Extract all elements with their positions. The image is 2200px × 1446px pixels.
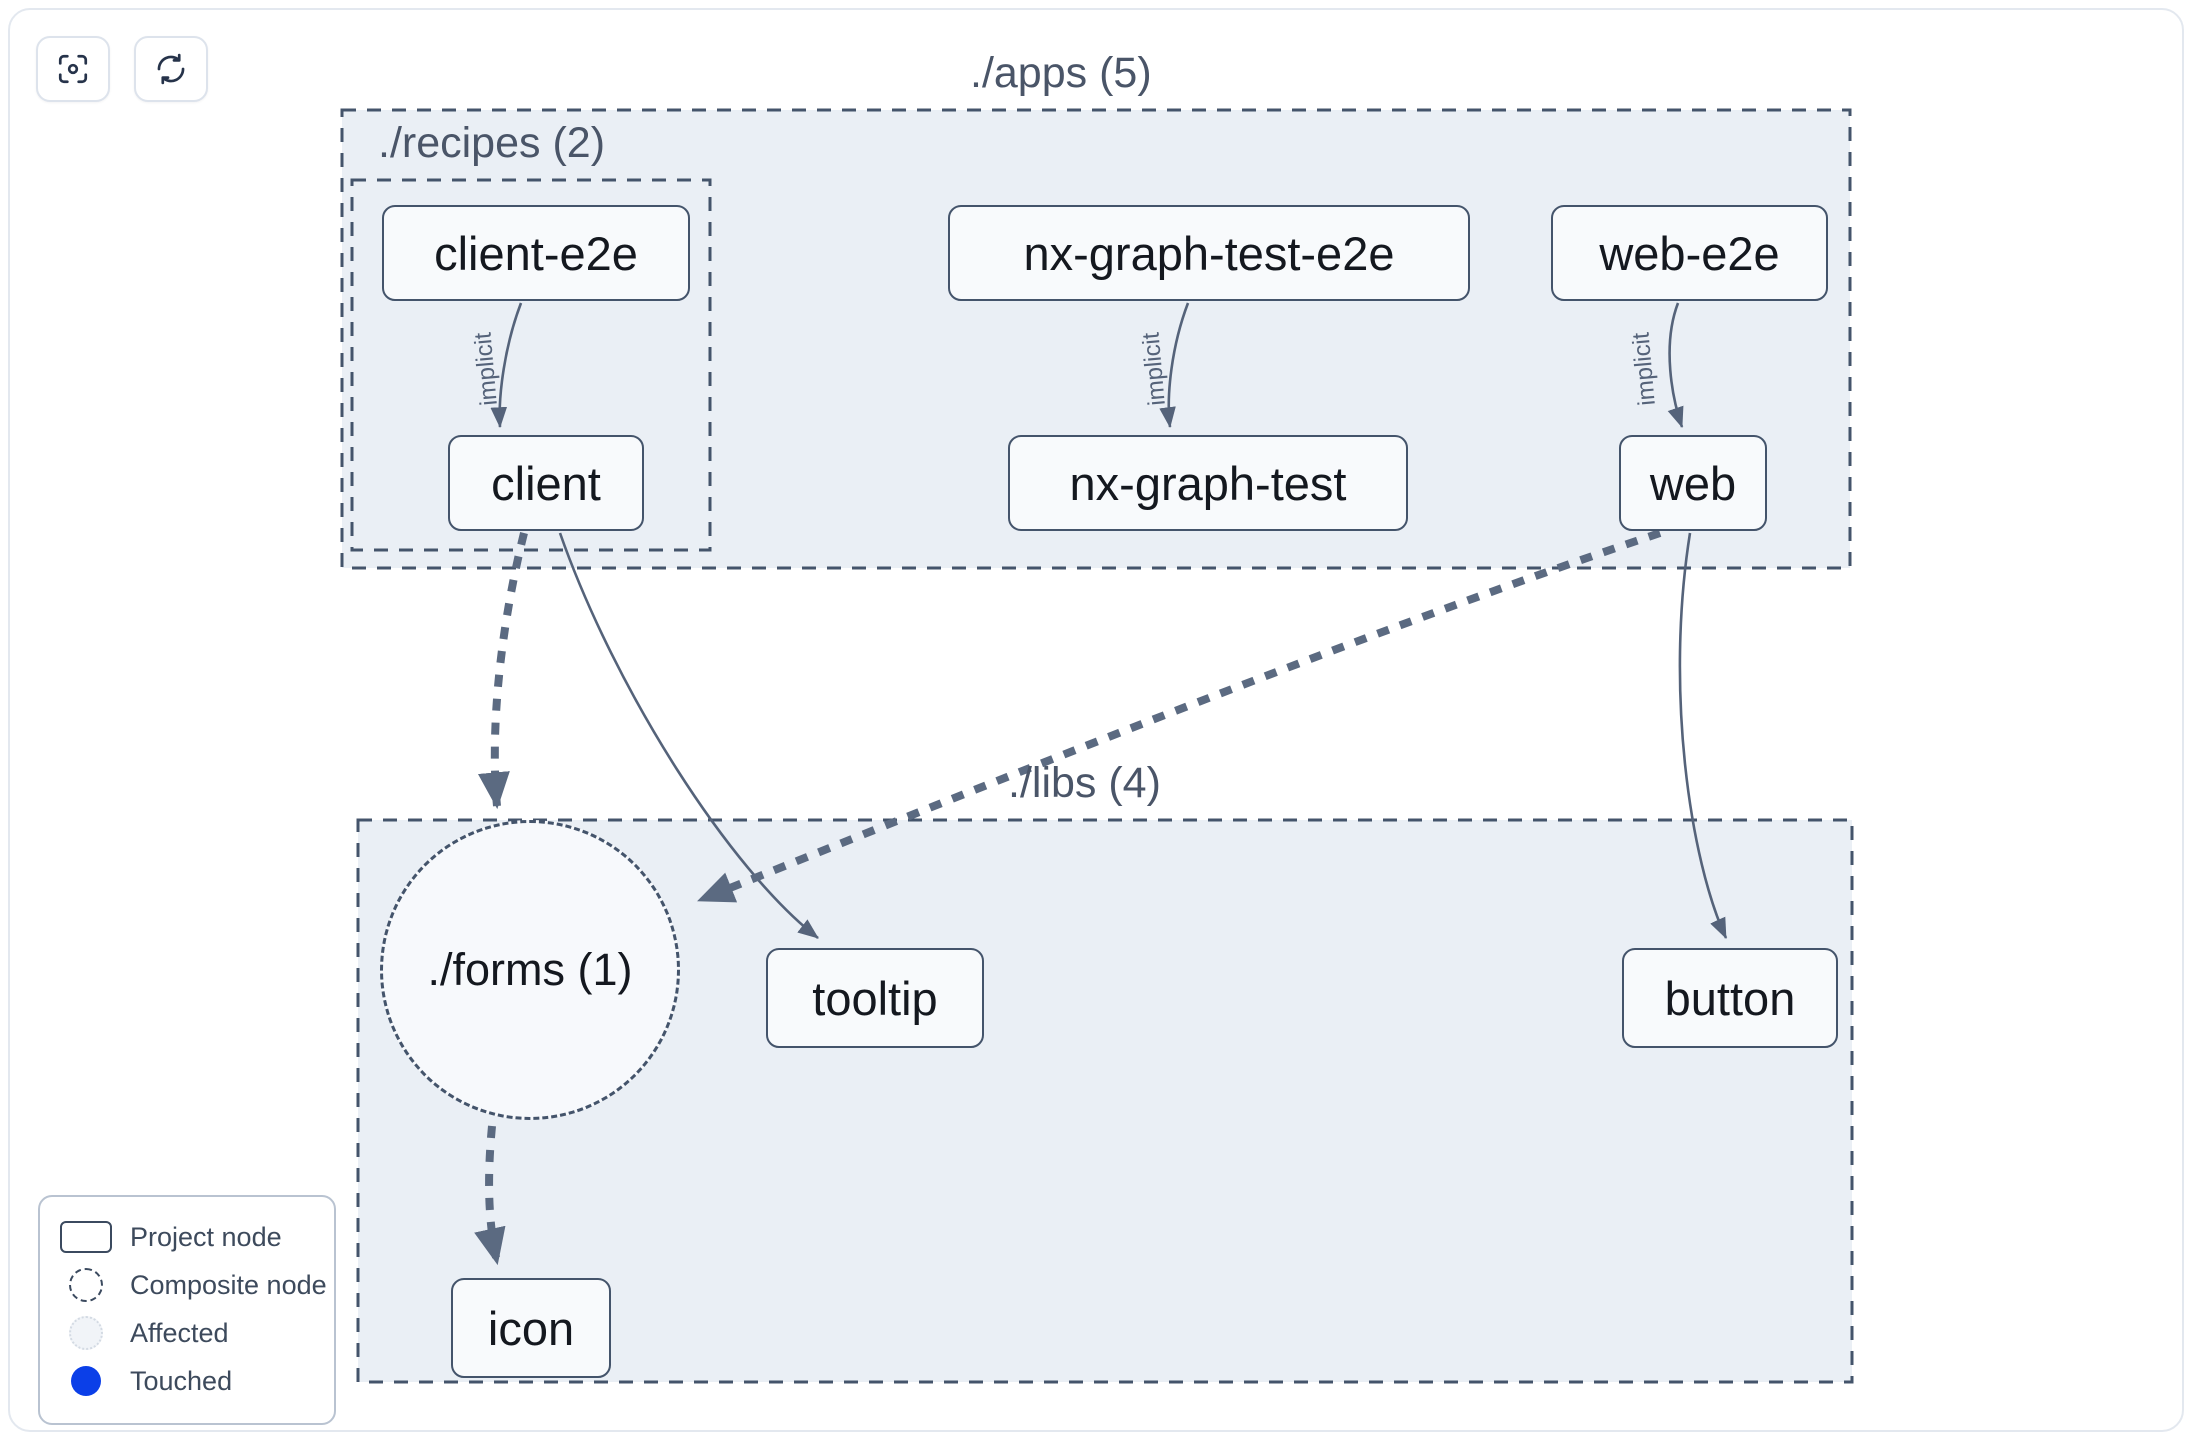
legend-label-touched: Touched (130, 1365, 233, 1396)
graph-toolbar (36, 36, 208, 102)
node-web-e2e[interactable]: web-e2e (1551, 205, 1828, 301)
edge-web-e2e-to-web (1667, 302, 1684, 428)
legend-item-composite-node: Composite node (58, 1261, 327, 1309)
node-tooltip[interactable]: tooltip (766, 948, 984, 1048)
edge-client-e2e-to-client (490, 302, 523, 429)
group-label-recipes[interactable]: ./recipes (2) (378, 119, 606, 167)
node-nx-graph-test-e2e[interactable]: nx-graph-test-e2e (948, 205, 1470, 301)
touched-swatch (58, 1366, 114, 1396)
node-button[interactable]: button (1622, 948, 1838, 1048)
focus-target-icon (56, 52, 90, 86)
legend-item-affected: Affected (58, 1309, 316, 1357)
affected-swatch (58, 1316, 114, 1350)
node-forms-composite[interactable]: ./forms (1) (380, 820, 680, 1120)
edge-web-to-button (1678, 532, 1728, 939)
group-label-libs[interactable]: ./libs (4) (1008, 759, 1161, 807)
group-label-apps[interactable]: ./apps (5) (970, 49, 1152, 97)
edge-client-to-tooltip (558, 532, 819, 940)
edge-web-to-forms (697, 529, 1662, 904)
node-client[interactable]: client (448, 435, 644, 531)
node-web[interactable]: web (1619, 435, 1767, 531)
legend-item-project-node: Project node (58, 1213, 316, 1261)
project-node-swatch (58, 1221, 114, 1253)
node-icon[interactable]: icon (451, 1278, 611, 1378)
legend-label-project-node: Project node (130, 1221, 282, 1252)
composite-node-swatch (58, 1268, 114, 1302)
legend-label-composite-node: Composite node (130, 1269, 327, 1300)
legend-label-affected: Affected (130, 1317, 229, 1348)
node-nx-graph-test[interactable]: nx-graph-test (1008, 435, 1408, 531)
graph-legend: Project node Composite node Affected Tou… (38, 1195, 336, 1425)
edge-forms-to-icon (474, 1125, 506, 1266)
focus-graph-button[interactable] (36, 36, 110, 102)
refresh-graph-button[interactable] (134, 36, 208, 102)
node-client-e2e[interactable]: client-e2e (382, 205, 690, 301)
legend-item-touched: Touched (58, 1357, 316, 1405)
refresh-icon (154, 52, 188, 86)
edge-client-to-forms (477, 532, 528, 810)
edge-nx-graph-test-e2e-to-nx-graph-test (1159, 302, 1190, 429)
